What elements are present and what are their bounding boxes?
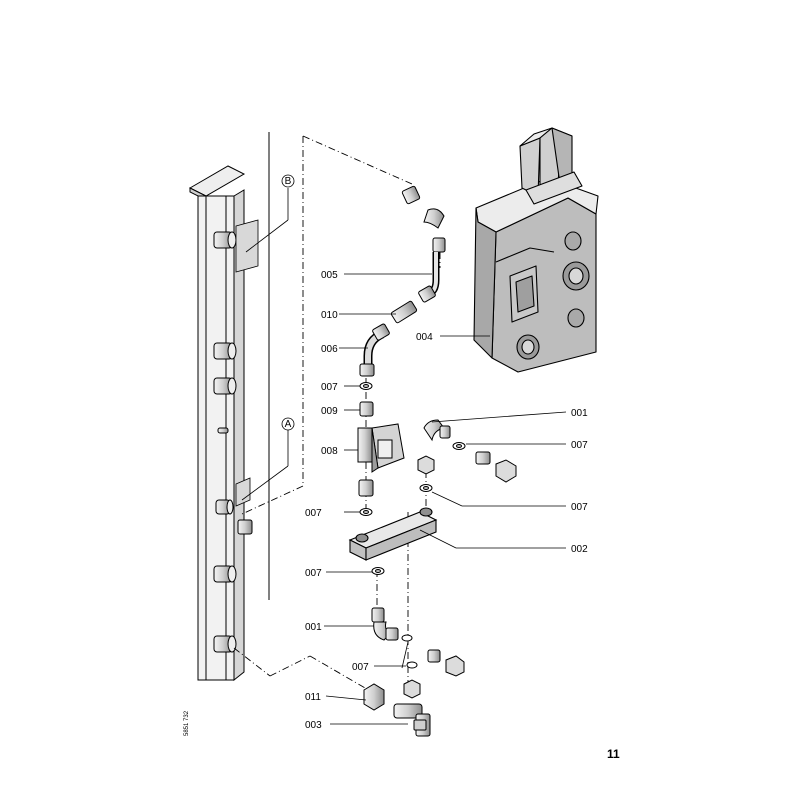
label-001: 001: [571, 408, 588, 419]
detail-marker-circles: [281, 174, 295, 431]
detail-leaders: [241, 188, 289, 501]
label-003: 003: [305, 720, 322, 731]
page-number: 11: [607, 747, 620, 761]
label-009: 009: [321, 406, 338, 417]
plate-002: [348, 507, 438, 561]
nipple-010: [390, 300, 418, 324]
nipple-below-valve: [358, 479, 374, 497]
main-block-004: [473, 127, 599, 373]
elbow-001-upper: [417, 419, 517, 483]
label-004: 004: [416, 332, 433, 343]
nipple-009: [359, 401, 374, 417]
elbow-001-lower: [371, 607, 465, 699]
label-leaders: [324, 273, 567, 725]
pipe-005: [401, 185, 446, 303]
label-005: 005: [321, 270, 338, 281]
label-002: 002: [571, 544, 588, 555]
tee-003: [393, 703, 431, 737]
label-001: 001: [305, 622, 322, 633]
label-011: 011: [305, 692, 321, 703]
detail-patches: [235, 219, 259, 507]
label-006: 006: [321, 344, 338, 355]
part-labels: 005 010 006 004 007 009 001 007 008 007 …: [305, 270, 588, 731]
nut-011: [363, 683, 385, 711]
boiler-frame: [188, 132, 270, 682]
label-007: 007: [571, 440, 588, 451]
drawing-reference: 5851 732: [184, 710, 190, 736]
label-007: 007: [352, 662, 369, 673]
label-007: 007: [305, 508, 322, 519]
label-007: 007: [321, 382, 338, 393]
elbow-006: [359, 323, 390, 377]
frame-stubs: [213, 231, 253, 653]
label-010: 010: [321, 310, 338, 321]
detail-marker-b: B: [285, 176, 292, 187]
label-007: 007: [571, 502, 588, 513]
washers-007: [359, 382, 466, 669]
label-008: 008: [321, 446, 338, 457]
label-007: 007: [305, 568, 322, 579]
valve-008: [357, 423, 405, 473]
detail-marker-a: A: [285, 419, 292, 430]
